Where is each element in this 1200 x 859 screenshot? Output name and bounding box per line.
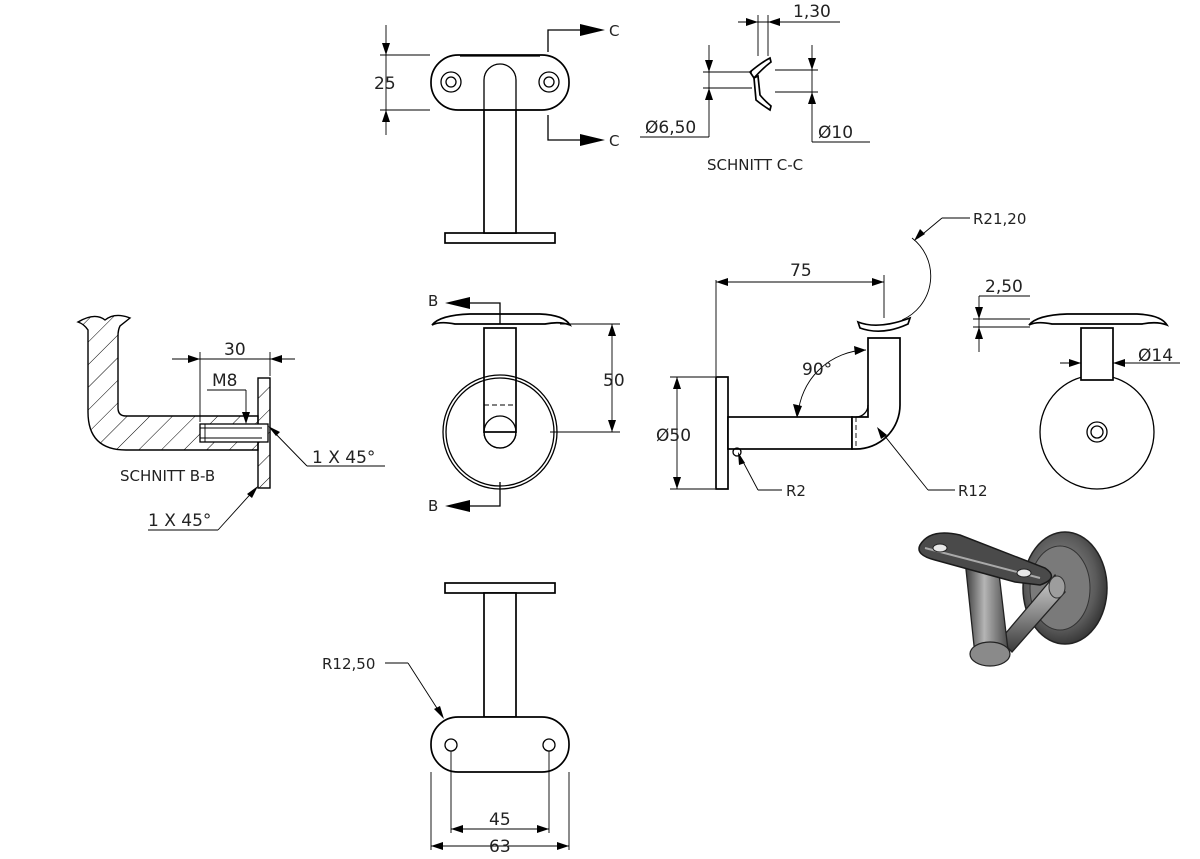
isometric-render — [918, 531, 1108, 667]
right-view: 2,50 Ø14 — [973, 277, 1180, 490]
front-view: B B 50 — [428, 292, 625, 515]
dim-d50: Ø50 — [656, 426, 691, 446]
cut-label-b-top: B — [428, 292, 438, 310]
dim-1-30: 1,30 — [793, 2, 831, 22]
dim-d6-50: Ø6,50 — [645, 118, 696, 138]
side-view: 75 R21,20 90° Ø50 R2 R12 — [656, 210, 1026, 500]
top-view: 25 C C — [374, 22, 619, 244]
dim-chamfer-1: 1 X 45° — [312, 448, 375, 468]
cut-label-c-bottom: C — [609, 132, 619, 150]
dim-r12-50: R12,50 — [322, 655, 375, 673]
cut-label-c-top: C — [609, 22, 619, 40]
dim-chamfer-2: 1 X 45° — [148, 511, 211, 531]
dim-r12: R12 — [958, 482, 988, 500]
section-bb-title: SCHNITT B-B — [120, 467, 215, 485]
dim-2-50: 2,50 — [985, 277, 1023, 297]
dim-25: 25 — [374, 74, 396, 94]
dim-m8: M8 — [212, 371, 237, 391]
dim-r2: R2 — [786, 482, 806, 500]
dim-45: 45 — [489, 810, 511, 830]
dim-90: 90° — [802, 360, 832, 380]
dim-75: 75 — [790, 261, 812, 281]
bottom-view: R12,50 45 63 — [322, 582, 570, 857]
dim-63: 63 — [489, 837, 511, 857]
dim-r21-20: R21,20 — [973, 210, 1026, 228]
dim-50: 50 — [603, 371, 625, 391]
section-bb: 30 M8 1 X 45° SCHNITT B-B 1 X 45° — [76, 314, 385, 531]
section-cc: 1,30 Ø6,50 Ø10 SCHNITT C-C — [640, 2, 870, 174]
cut-label-b-bottom: B — [428, 497, 438, 515]
dim-30: 30 — [224, 340, 246, 360]
dim-d14: Ø14 — [1138, 346, 1173, 366]
section-cc-title: SCHNITT C-C — [707, 156, 803, 174]
dim-d10: Ø10 — [818, 123, 853, 143]
